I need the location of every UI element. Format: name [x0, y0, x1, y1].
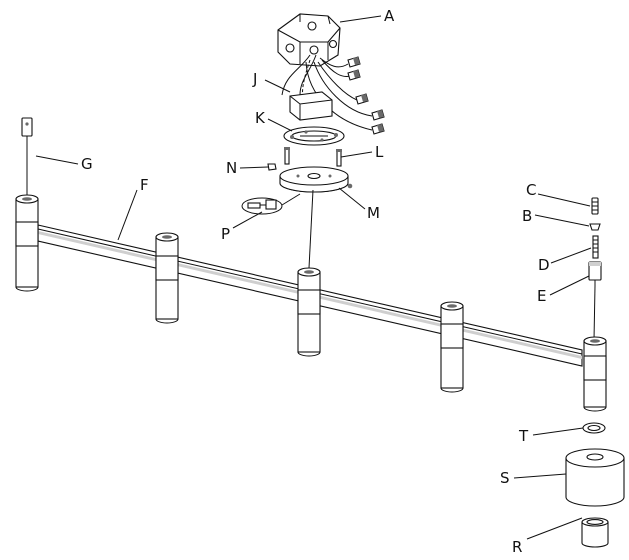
mounting-screw-left: [284, 147, 290, 165]
label-p: P: [221, 225, 230, 243]
label-n: N: [226, 159, 237, 177]
rubber-ring: [582, 422, 606, 434]
washer: [589, 223, 601, 231]
canopy: [279, 166, 349, 193]
light-cylinder-5: [583, 336, 607, 412]
wire-nut: [347, 56, 361, 68]
label-m: M: [367, 204, 380, 222]
wire-nut: [371, 123, 385, 135]
label-r: R: [512, 538, 522, 556]
inner-lens: [581, 517, 609, 548]
label-j: J: [252, 70, 257, 88]
label-b: B: [522, 207, 532, 225]
mounting-bracket: [283, 126, 345, 146]
cable-gripper-left: [21, 117, 33, 137]
light-cylinder-4: [440, 301, 464, 393]
junction-box: [277, 13, 341, 67]
label-g: G: [81, 155, 93, 173]
driver-box: [289, 91, 333, 121]
center-cable: [308, 189, 314, 269]
cable-gripper-right: [588, 261, 602, 286]
label-a: A: [384, 7, 395, 25]
right-cable: [593, 285, 596, 341]
label-t: T: [518, 427, 529, 445]
light-cylinder-2: [155, 232, 179, 324]
label-f: F: [140, 176, 149, 194]
label-l: L: [375, 143, 384, 161]
cap-screw: [591, 197, 599, 215]
label-k: K: [255, 109, 266, 127]
wire-nut: [347, 69, 361, 81]
outer-shade: [565, 448, 625, 507]
light-cylinder-1: [15, 194, 39, 292]
strain-relief: [241, 193, 301, 215]
canopy-nut: [267, 163, 277, 171]
leader-lines: [35, 15, 592, 540]
label-e: E: [537, 287, 546, 305]
mounting-screw-right: [336, 149, 342, 167]
label-s: S: [500, 469, 510, 487]
threaded-rod: [592, 235, 599, 259]
wiring: [281, 54, 385, 135]
small-screw: [347, 183, 353, 189]
wire-nut: [371, 109, 385, 121]
label-c: C: [526, 181, 536, 199]
light-cylinder-3: [297, 267, 321, 357]
wire-nut: [355, 93, 369, 105]
label-d: D: [538, 256, 550, 274]
